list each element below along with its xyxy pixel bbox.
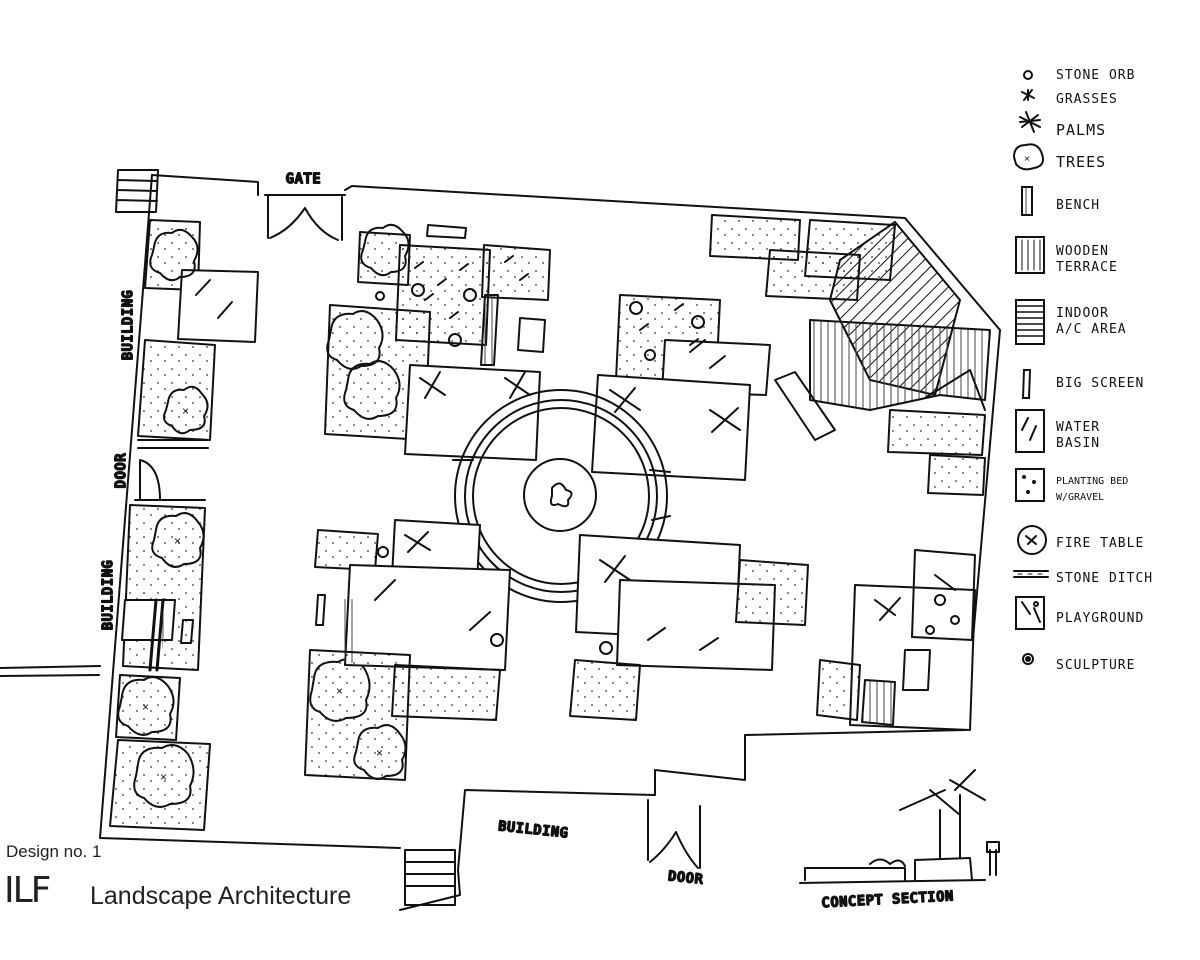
stone-orb-icon bbox=[1023, 70, 1033, 80]
stone-ditch-icon bbox=[1013, 570, 1049, 578]
legend-label-line2: TERRACE bbox=[1056, 260, 1118, 275]
wooden-terrace-icon bbox=[1015, 236, 1045, 274]
legend-label-line1: WATER bbox=[1056, 420, 1101, 435]
legend-item-trees: TREES bbox=[1056, 153, 1107, 171]
brand-subtitle: Landscape Architecture bbox=[90, 882, 352, 910]
building-label-upper: BUILDING bbox=[121, 289, 136, 360]
legend-item-indoor-ac: INDOOR A/C AREA bbox=[1056, 306, 1127, 338]
concept-section-label: CONCEPT SECTION bbox=[821, 889, 954, 911]
indoor-ac-icon bbox=[1015, 299, 1045, 345]
lower-left-cluster bbox=[180, 519, 511, 781]
grasses-icon bbox=[1021, 89, 1035, 101]
legend-item-bench: BENCH bbox=[1056, 198, 1101, 213]
building-label-lower: BUILDING bbox=[101, 559, 116, 630]
playground bbox=[816, 549, 976, 731]
water-basin-icon bbox=[1015, 409, 1045, 453]
legend-label-line2: A/C AREA bbox=[1056, 322, 1127, 337]
legend-item-sculpture: SCULPTURE bbox=[1056, 658, 1136, 673]
svg-text:×: × bbox=[142, 700, 149, 714]
trees-icon: × bbox=[1012, 143, 1044, 171]
legend-label-line1: WOODEN bbox=[1056, 244, 1109, 259]
legend: × STONE ORB GRASSES PALMS TREES BENCH WO… bbox=[1010, 62, 1190, 702]
lower-right-cluster bbox=[569, 534, 809, 721]
legend-item-water-basin: WATER BASIN bbox=[1056, 420, 1100, 452]
design-number: Design no. 1 bbox=[6, 842, 102, 861]
upper-right-cluster bbox=[591, 294, 771, 481]
legend-item-grasses: GRASSES bbox=[1056, 92, 1118, 107]
legend-item-stone-ditch: STONE DITCH bbox=[1056, 571, 1154, 586]
side-door bbox=[139, 459, 161, 501]
brand-logo: ILF bbox=[4, 870, 51, 911]
concept-section-sketch bbox=[799, 769, 1000, 884]
svg-text:×: × bbox=[182, 404, 189, 418]
door-label-bottom: DOOR bbox=[668, 869, 705, 888]
playground-icon bbox=[1015, 596, 1045, 630]
sculpture-icon bbox=[1022, 653, 1034, 665]
legend-label-line1: INDOOR bbox=[1056, 306, 1109, 321]
legend-label-line1: PLANTING BED bbox=[1056, 476, 1129, 487]
bench-icon bbox=[1021, 186, 1033, 216]
legend-item-fire-table: FIRE TABLE bbox=[1056, 536, 1145, 551]
planting-bed-icon bbox=[1015, 468, 1045, 502]
legend-label-line2: BASIN bbox=[1056, 436, 1101, 451]
legend-item-big-screen: BIG SCREEN bbox=[1056, 376, 1145, 391]
big-screen-icon bbox=[1021, 369, 1032, 399]
fire-table-icon bbox=[1017, 525, 1047, 555]
legend-item-playground: PLAYGROUND bbox=[1056, 611, 1145, 626]
upper-left-cluster bbox=[324, 224, 551, 461]
gate bbox=[264, 194, 346, 241]
legend-item-stone-orb: STONE ORB bbox=[1056, 68, 1136, 83]
svg-text:×: × bbox=[1024, 154, 1030, 165]
bottom-door bbox=[647, 799, 701, 869]
legend-item-wooden-terrace: WOODEN TERRACE bbox=[1056, 244, 1118, 276]
palms-icon bbox=[1019, 111, 1041, 133]
door-label-left: DOOR bbox=[114, 453, 129, 488]
site-boundary bbox=[0, 169, 1001, 911]
legend-label-line2: W/GRAVEL bbox=[1056, 492, 1105, 503]
gate-label: GATE bbox=[286, 172, 321, 187]
right-side-features bbox=[709, 214, 991, 496]
svg-text:×: × bbox=[174, 534, 181, 548]
building-label-bottom: BUILDING bbox=[498, 819, 570, 841]
legend-item-planting-bed: PLANTING BED W/GRAVEL bbox=[1056, 474, 1128, 506]
legend-item-palms: PALMS bbox=[1056, 121, 1107, 139]
svg-text:×: × bbox=[160, 770, 167, 784]
